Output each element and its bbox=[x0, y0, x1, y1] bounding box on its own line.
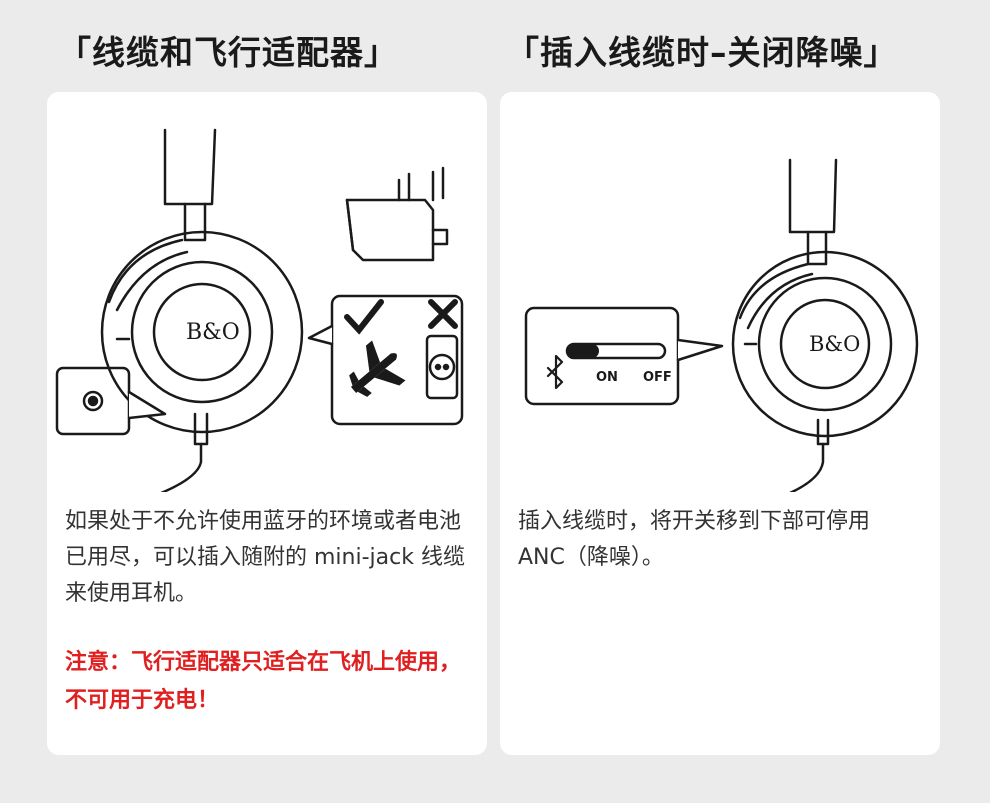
bluetooth-icon bbox=[546, 354, 564, 390]
cable-adapter-card: B&O 如果处于不允许使用蓝牙的环境或者电池已用尽，可以插入随附的 mini-j… bbox=[47, 92, 487, 755]
cable-description: 如果处于不允许使用蓝牙的环境或者电池已用尽，可以插入随附的 mini-jack … bbox=[65, 509, 465, 606]
flight-adapter-warning: 注意：飞行适配器只适合在飞机上使用，不可用于充电！ bbox=[65, 650, 462, 713]
headphone-cable-illustration: B&O bbox=[55, 128, 464, 492]
anc-switch-card: ON OFF B&O 插入线缆时，将开关移到下部可停用 ANC（降噪）。 bbox=[500, 92, 940, 755]
brand-logo: B&O bbox=[809, 332, 860, 356]
ear-cup bbox=[100, 230, 304, 434]
cross-icon bbox=[428, 299, 458, 329]
brand-logo: B&O bbox=[186, 320, 240, 345]
anc-switch bbox=[565, 342, 667, 360]
anc-description: 插入线缆时，将开关移到下部可停用 ANC（降噪）。 bbox=[518, 509, 871, 570]
check-icon bbox=[344, 299, 384, 335]
wall-socket-icon bbox=[425, 334, 459, 400]
right-section-heading: 「插入线缆时–关闭降噪」 bbox=[506, 33, 898, 72]
flight-adapter bbox=[345, 198, 435, 262]
left-section-heading: 「线缆和飞行适配器」 bbox=[58, 33, 398, 72]
switch-off-label: OFF bbox=[643, 370, 672, 385]
airplane-icon bbox=[349, 340, 406, 397]
anc-switch-illustration: ON OFF B&O bbox=[524, 158, 919, 492]
usage-guide-box bbox=[330, 294, 464, 426]
ear-cup bbox=[731, 250, 919, 438]
switch-on-label: ON bbox=[596, 370, 618, 385]
